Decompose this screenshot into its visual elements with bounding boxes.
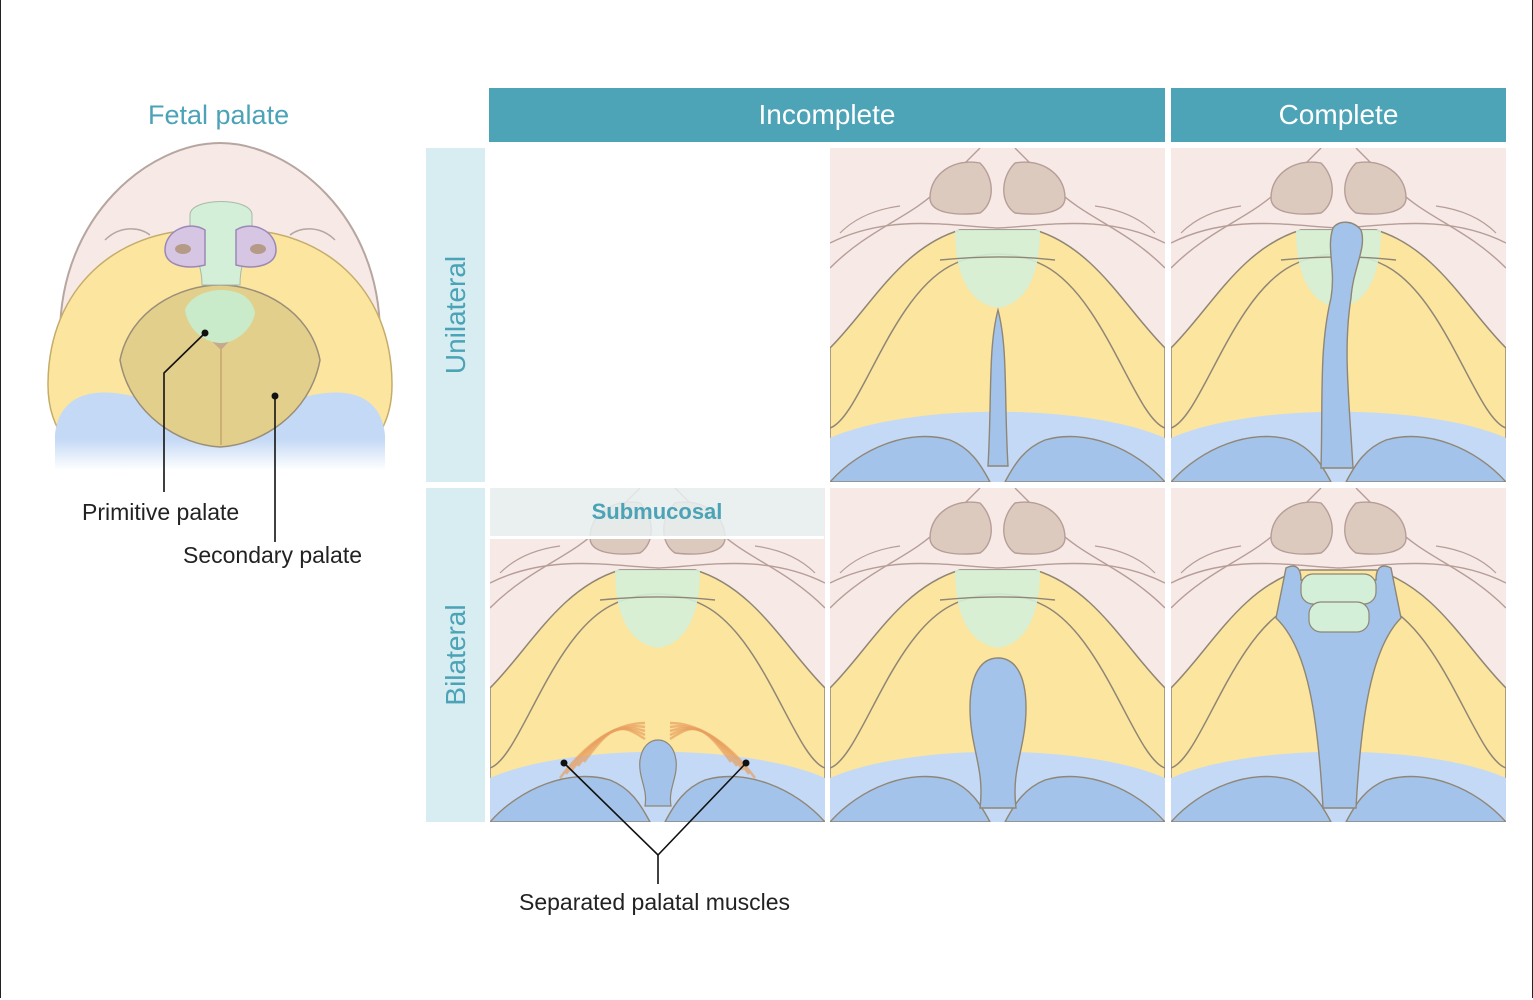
row-header-bilateral-text: Bilateral: [439, 604, 471, 706]
row-header-bilateral: Bilateral: [426, 488, 485, 822]
fetal-palate-title: Fetal palate: [148, 100, 290, 130]
primitive-palate-label: Primitive palate: [82, 499, 240, 525]
nostril-right: [1344, 501, 1407, 555]
primary-palate: [955, 230, 1040, 308]
cleft: [1320, 221, 1364, 469]
panel-unilateral-complete: [1171, 148, 1506, 482]
nostril-left: [929, 161, 992, 215]
cleft: [1275, 565, 1402, 809]
separated-muscles-label: Separated palatal muscles: [519, 889, 791, 915]
primary-palate: [615, 570, 700, 648]
panel-bilateral-complete: [1171, 488, 1506, 822]
uvula: [639, 739, 677, 807]
row-header-unilateral-text: Unilateral: [439, 255, 471, 375]
column-header-complete: Complete: [1171, 88, 1506, 142]
primary-palate: [955, 570, 1040, 648]
premaxilla-upper: [1300, 573, 1377, 605]
nostril-left: [1270, 501, 1333, 555]
column-header-incomplete: Incomplete: [489, 88, 1165, 142]
row-header-unilateral: Unilateral: [426, 148, 485, 482]
nostril-left: [929, 501, 992, 555]
cleft: [969, 657, 1027, 809]
nostril-right: [1003, 161, 1066, 215]
premaxilla-lower: [1308, 601, 1370, 633]
nostril-left: [1270, 161, 1333, 215]
panel-unilateral-incomplete: [830, 148, 1165, 482]
fetal-palate-illustration: [47, 141, 393, 470]
nostril-right: [1344, 161, 1407, 215]
cleft: [987, 307, 1009, 467]
separated-muscles: [559, 721, 756, 779]
submucosal-label: Submucosal: [490, 488, 824, 539]
panel-bilateral-incomplete: [830, 488, 1165, 822]
secondary-palate-label: Secondary palate: [183, 542, 363, 568]
nostril-right: [1003, 501, 1066, 555]
